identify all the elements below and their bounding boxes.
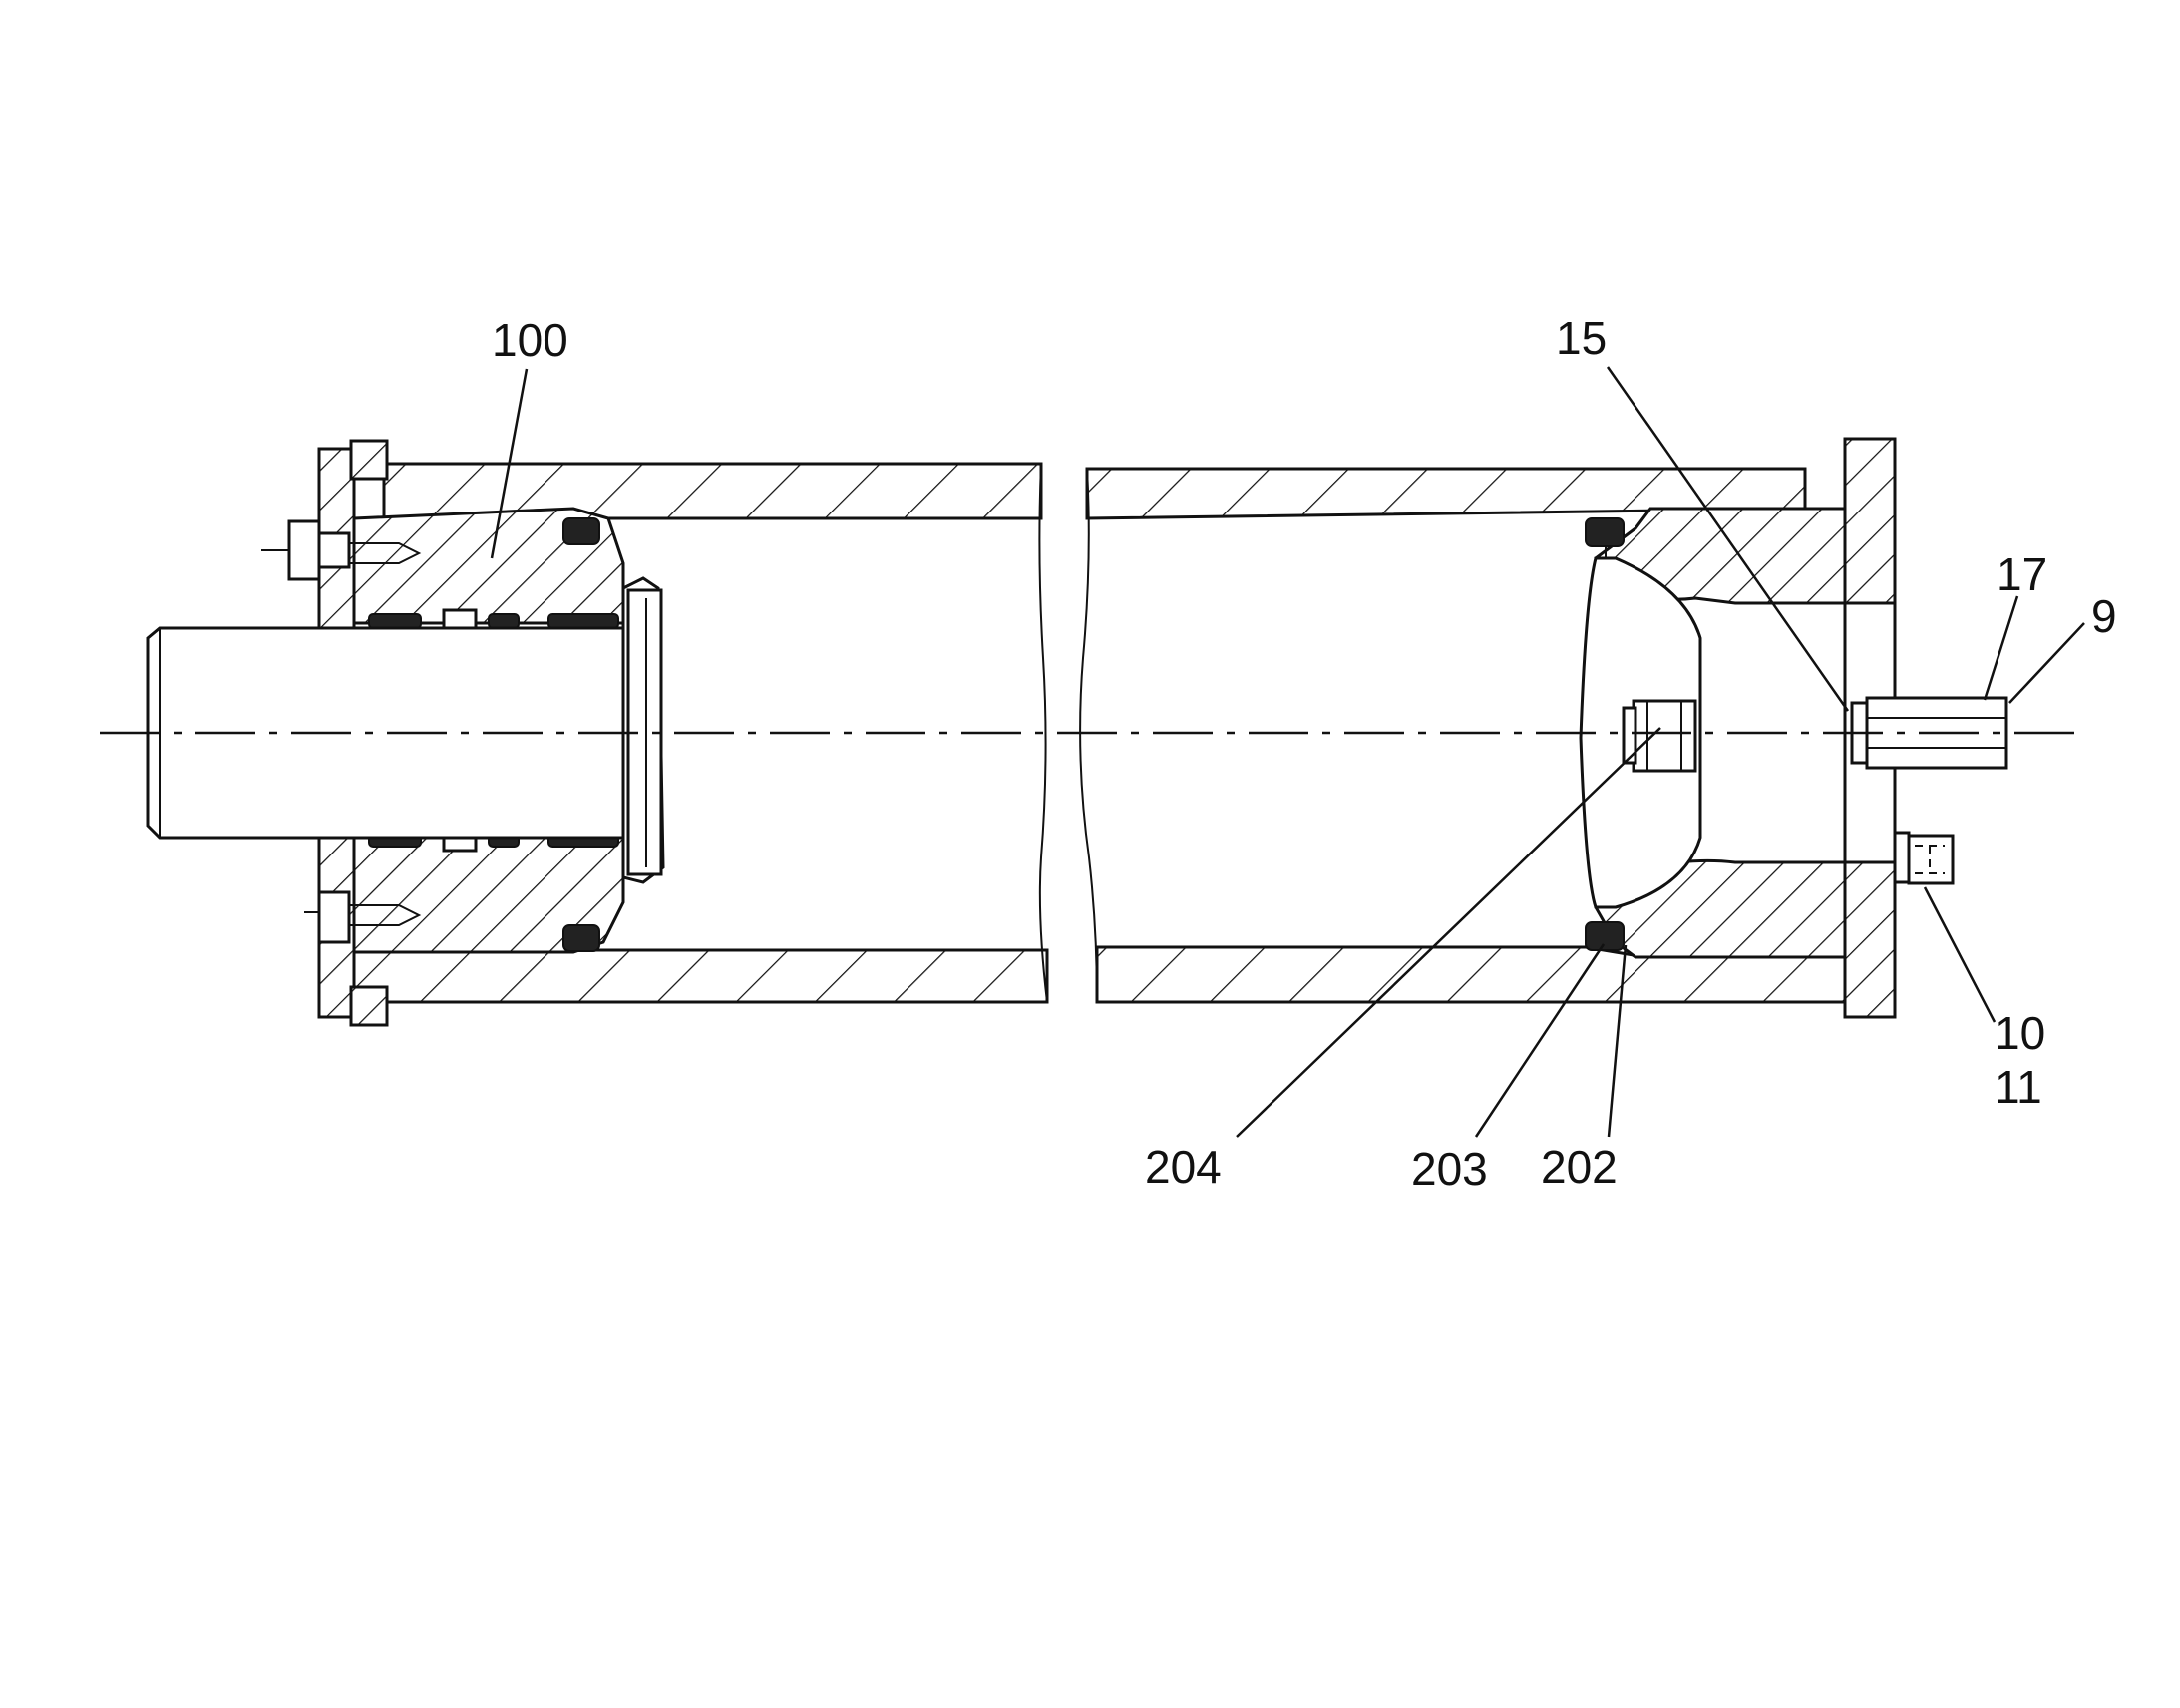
label-9: 9 (2091, 590, 2117, 642)
label-204: 204 (1145, 1141, 1222, 1193)
label-202: 202 (1541, 1141, 1618, 1193)
gland-bush (261, 507, 625, 954)
label-15: 15 (1556, 312, 1607, 364)
rod-seals-upper (368, 608, 619, 630)
bleed-screw (1893, 831, 1955, 885)
label-11: 11 (1995, 1061, 2042, 1113)
reference-numerals: 100 15 17 9 10 11 204 203 202 (492, 312, 2117, 1195)
label-10: 10 (1995, 1007, 2045, 1059)
label-17: 17 (1997, 548, 2047, 600)
leader-lines (490, 366, 2085, 1138)
label-100: 100 (492, 314, 568, 366)
piston-nut (1622, 699, 1697, 773)
label-203: 203 (1411, 1143, 1488, 1195)
piston-rod (146, 576, 665, 884)
